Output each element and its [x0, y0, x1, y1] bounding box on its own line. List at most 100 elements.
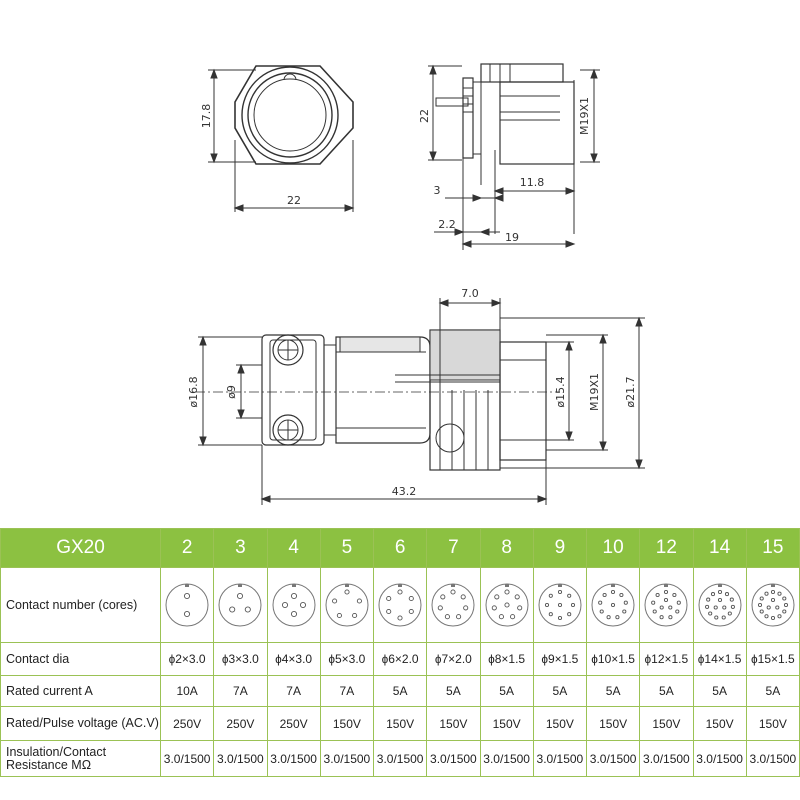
header-row: GX20 2 3 4 5 6 7 8 9 10 12 14 15	[0, 528, 800, 568]
contact-pin	[599, 609, 604, 614]
contact-pin	[782, 609, 787, 614]
contact-pin	[705, 597, 710, 602]
pin-header: 2	[159, 528, 215, 568]
table-row: Contact dia ɸ2×3.0 ɸ3×3.0 ɸ4×3.0 ɸ5×3.0 …	[0, 642, 800, 676]
table-cell: ɸ8×1.5	[479, 642, 534, 676]
dim-side-gap: 2.2	[438, 218, 456, 231]
connector-face-icon	[698, 583, 742, 627]
contact-pin	[229, 606, 236, 613]
table-cell: 150V	[532, 706, 588, 741]
table-cell: 10A	[159, 675, 215, 707]
contact-pin	[717, 597, 722, 603]
plug-view	[195, 298, 645, 505]
contact-pin	[619, 592, 624, 598]
dim-plug-dia-mid: ø15.4	[554, 376, 567, 407]
contact-pin	[438, 605, 444, 611]
table-cell: 3.0/1500	[532, 740, 588, 777]
contact-pin	[704, 604, 709, 609]
contact-pin	[677, 600, 682, 605]
contact-pin	[770, 589, 775, 595]
table-cell: ɸ9×1.5	[532, 642, 588, 676]
table-cell: 5A	[372, 675, 428, 707]
table-cell: ɸ4×3.0	[266, 642, 321, 676]
contact-layout-cell	[319, 567, 375, 643]
contact-pin	[757, 602, 762, 608]
contact-pin	[777, 591, 782, 596]
contact-pin	[567, 612, 572, 617]
table-cell: 3.0/1500	[692, 740, 747, 777]
table-cell: ɸ3×3.0	[213, 642, 268, 676]
contact-layout-cell	[266, 567, 321, 643]
table-cell: 3.0/1500	[639, 740, 694, 777]
table-cell: 5A	[745, 675, 800, 707]
contact-pin	[557, 615, 562, 621]
contact-pin	[653, 609, 658, 614]
table-row: Insulation/Contact Resistance MΩ 3.0/150…	[0, 740, 800, 777]
connector-face-icon	[485, 583, 529, 627]
pin-header: 9	[532, 528, 588, 568]
table-cell: 3.0/1500	[585, 740, 641, 777]
table-cell: ɸ7×2.0	[426, 642, 481, 676]
contact-pin	[498, 614, 504, 620]
contact-pin	[606, 615, 611, 620]
contact-pin	[729, 597, 734, 602]
table-cell: 3.0/1500	[745, 740, 800, 777]
contact-layout-cell	[426, 567, 481, 643]
contact-layout-cell	[213, 567, 268, 643]
row-label: Rated current A	[0, 675, 161, 707]
contact-pin	[397, 589, 403, 595]
table-cell: 7A	[319, 675, 375, 707]
row-label: Insulation/Contact Resistance MΩ	[0, 740, 161, 777]
contact-pin	[724, 592, 729, 597]
table-cell: 3.0/1500	[266, 740, 321, 777]
contact-pin	[710, 592, 715, 597]
table-row: Rated current A 10A 7A 7A 7A 5A 5A 5A 5A…	[0, 675, 800, 707]
table-cell: ɸ10×1.5	[585, 642, 641, 676]
table-cell: ɸ12×1.5	[639, 642, 694, 676]
contact-pin	[764, 591, 769, 596]
contact-pin	[463, 605, 469, 611]
dim-plug-length: 43.2	[392, 485, 417, 498]
contact-pin	[651, 600, 656, 605]
contact-layout-cell	[532, 567, 588, 643]
table-cell: 5A	[426, 675, 481, 707]
pin-header: 4	[266, 528, 321, 568]
dim-plug-dia-left: ø16.8	[187, 376, 200, 407]
dim-plug-thread: M19X1	[588, 373, 601, 411]
contact-pin	[570, 602, 575, 608]
contact-pin	[281, 601, 288, 609]
contact-pin	[770, 597, 775, 603]
contact-pin	[504, 589, 510, 595]
dim-plug-dia-right: ø21.7	[624, 376, 637, 407]
contact-pin	[514, 594, 520, 600]
table-cell: 3.0/1500	[319, 740, 375, 777]
contact-layout-cell	[585, 567, 641, 643]
contact-pin	[770, 615, 775, 621]
table-cell: 150V	[372, 706, 428, 741]
table-cell: ɸ5×3.0	[319, 642, 375, 676]
contact-pin	[764, 614, 769, 619]
dim-side-body: 11.8	[520, 176, 545, 189]
contact-layout-cell	[479, 567, 534, 643]
contact-pin	[664, 589, 669, 595]
technical-drawing: 17.8 22 22 M19X1 3 11.8 2.2 19 7.0 ø16.8…	[187, 63, 645, 505]
connector-face-icon	[591, 583, 635, 627]
pin-header: 15	[745, 528, 800, 568]
dim-side-thread: M19X1	[578, 97, 591, 135]
table-cell: 5A	[692, 675, 747, 707]
dim-side-flange: 3	[434, 184, 441, 197]
contact-pin	[356, 598, 362, 604]
contact-pin	[493, 594, 499, 600]
contact-pin	[672, 592, 677, 598]
connector-face-icon	[325, 583, 369, 627]
contact-pin	[445, 614, 451, 620]
contact-pin	[615, 615, 620, 620]
table-cell: 5A	[585, 675, 641, 707]
contact-pin	[611, 589, 616, 595]
connector-face-icon	[378, 583, 422, 627]
table-cell: 150V	[639, 706, 694, 741]
contact-pin	[713, 615, 718, 620]
table-cell: 3.0/1500	[159, 740, 215, 777]
contact-pin	[440, 594, 446, 600]
contact-pin	[456, 614, 462, 620]
